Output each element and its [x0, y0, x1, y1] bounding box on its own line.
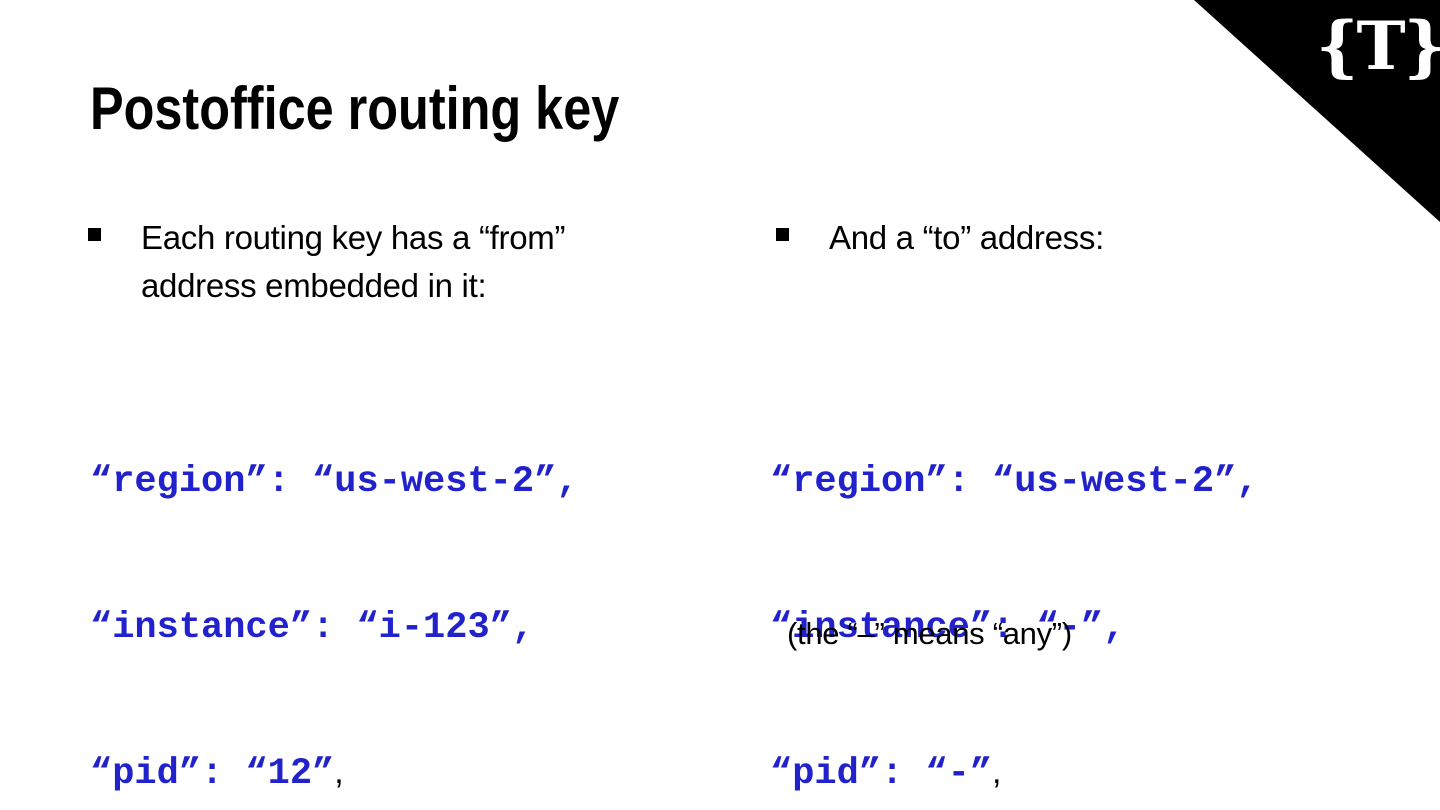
code-block-to-address: “region”: “us-west-2”, “instance”: “-”, … [770, 360, 1258, 810]
code-text: “pid”: “12” [90, 753, 335, 795]
corner-banner: {T} [1194, 0, 1440, 222]
code-line: “region”: “us-west-2”, [90, 456, 578, 506]
bullet-item-from-address: Each routing key has a “from” address em… [88, 214, 728, 310]
bullet-line: Each routing key has a “from” [141, 219, 566, 256]
bullet-line: address embedded in it: [141, 267, 487, 304]
code-line: “pid”: “12”, [90, 748, 578, 798]
code-line: “instance”: “i-123”, [90, 602, 578, 652]
code-block-from-address: “region”: “us-west-2”, “instance”: “i-12… [90, 360, 578, 810]
code-text: “pid”: “-” [770, 753, 993, 795]
code-text: “instance”: “i-123”, [90, 607, 535, 649]
bullet-square-icon [88, 228, 101, 241]
bullet-square-icon [776, 228, 789, 241]
bullet-line: And a “to” address: [829, 219, 1104, 256]
bullet-text-from: Each routing key has a “from” address em… [141, 214, 565, 310]
slide-title: Postoffice routing key [90, 75, 620, 142]
wildcard-note: (the “–” means “any”) [787, 616, 1072, 651]
code-suffix: , [334, 753, 344, 791]
code-line: “instance”: “-”, [770, 602, 1258, 652]
nyt-developers-logo-icon: {T} [1316, 7, 1440, 85]
code-text: “region”: “us-west-2”, [770, 461, 1259, 503]
bullet-item-to-address: And a “to” address: [776, 214, 1376, 262]
code-line: “pid”: “-”, [770, 748, 1258, 798]
code-line: “region”: “us-west-2”, [770, 456, 1258, 506]
code-suffix: , [992, 753, 1002, 791]
code-text: “region”: “us-west-2”, [90, 461, 579, 503]
bullet-text-to: And a “to” address: [829, 214, 1104, 262]
code-text: “instance”: “-”, [770, 607, 1126, 649]
